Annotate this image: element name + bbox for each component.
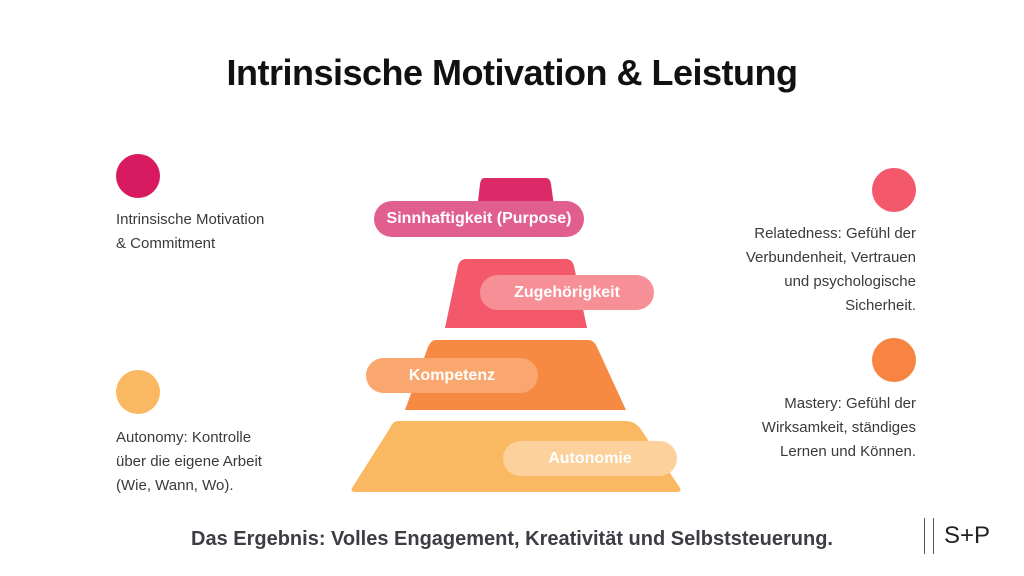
- autonomy-text: Autonomy: Kontrolle über die eigene Arbe…: [116, 429, 262, 494]
- motivation-text: Intrinsische Motivation & Commitment: [116, 211, 265, 252]
- purpose-label: Sinnhaftigkeit (Purpose): [374, 201, 584, 237]
- autonomy-label: Autonomie: [503, 441, 677, 476]
- motivation-dot-icon: [116, 154, 160, 198]
- brand-logo: S+P: [944, 522, 991, 549]
- competence-label: Kompetenz: [366, 358, 538, 393]
- autonomy-dot-icon: [116, 370, 160, 414]
- belonging-label: Zugehörigkeit: [480, 275, 654, 310]
- relatedness-text: Relatedness: Gefühl der Verbundenheit, V…: [745, 225, 916, 314]
- relatedness-dot-icon: [872, 168, 916, 212]
- mastery-text: Mastery: Gefühl der Wirksamkeit, ständig…: [761, 395, 916, 460]
- result-statement: Das Ergebnis: Volles Engagement, Kreativ…: [191, 528, 833, 550]
- brand-divider: [924, 518, 934, 554]
- page-title: Intrinsische Motivation & Leistung: [226, 52, 798, 93]
- mastery-dot-icon: [872, 338, 916, 382]
